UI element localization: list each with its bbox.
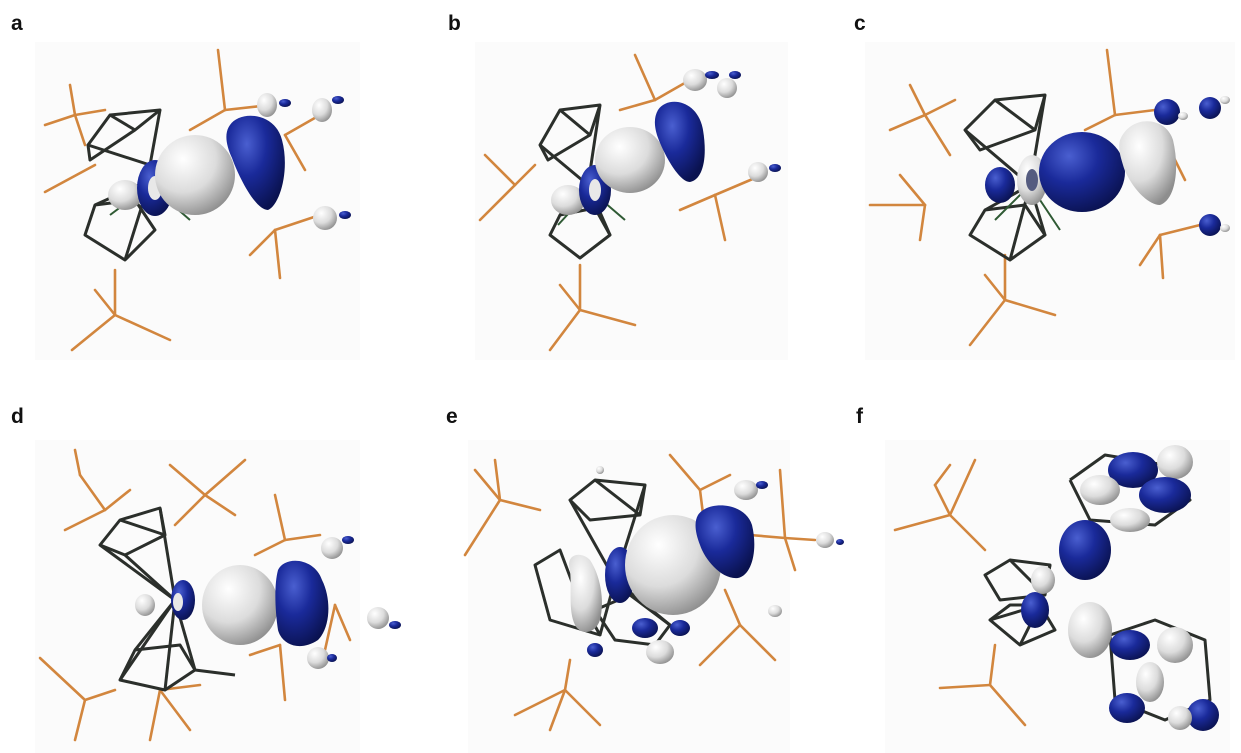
panel-b: b (440, 0, 860, 380)
panel-c: c (845, 0, 1241, 380)
orbital-lobe-icon (108, 93, 351, 230)
tert-butyl-group-icon (43, 48, 322, 352)
molecule-render (38, 448, 401, 742)
panel-label: b (448, 12, 461, 35)
panel-label: e (446, 405, 458, 428)
tert-butyl-group-icon (463, 453, 817, 732)
molecule-render (893, 445, 1219, 731)
panel-e: e (440, 390, 860, 753)
tert-butyl-group-icon (38, 448, 352, 742)
orbital-lobe-icon (985, 96, 1230, 236)
molecule-render (463, 453, 844, 732)
panel-background (475, 42, 788, 360)
molecule-render (868, 48, 1230, 347)
panel-label: c (854, 12, 866, 35)
panel-d: d (0, 390, 420, 753)
tert-butyl-group-icon (893, 458, 1027, 727)
panel-f: f (845, 390, 1241, 753)
panel-label: d (11, 405, 24, 428)
panel-label: f (856, 405, 863, 428)
molecule-render (478, 53, 781, 352)
panel-background (865, 42, 1235, 360)
tert-butyl-group-icon (478, 53, 757, 352)
panel-label: a (11, 12, 23, 35)
panel-a: a (0, 0, 420, 380)
orbital-lobe-icon (551, 69, 781, 215)
tert-butyl-group-icon (868, 48, 1202, 347)
cyclopentadienyl-cage-icon (98, 506, 236, 692)
orbital-lobe-icon (1021, 445, 1219, 731)
orbital-lobe-icon (569, 466, 844, 664)
molecule-render (43, 48, 351, 352)
orbital-lobe-icon (135, 536, 401, 669)
